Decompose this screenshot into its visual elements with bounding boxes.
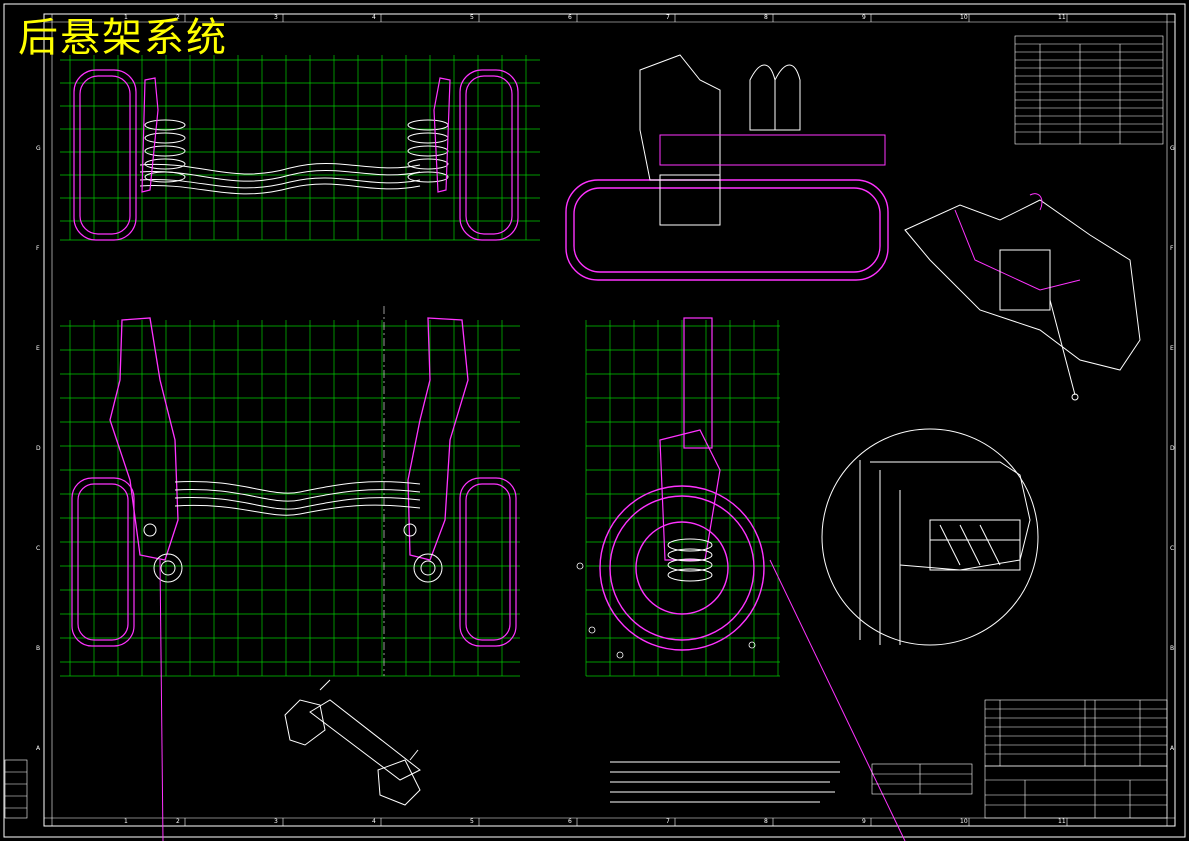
zone-column-label: 11 (1058, 14, 1066, 21)
zone-row-label: F (1170, 245, 1174, 252)
outer-border (3, 3, 1186, 838)
zone-row-label: G (36, 145, 41, 152)
zone-column-markers (184, 14, 1068, 826)
zone-column-label: 9 (862, 14, 866, 21)
section-view-tire (565, 179, 889, 281)
top-view-wheels (73, 69, 519, 241)
zone-column-label: 7 (666, 14, 670, 21)
zone-column-label: 5 (470, 818, 474, 825)
front-view-grid (60, 320, 520, 677)
zone-column-label: 6 (568, 14, 572, 21)
tolerance-table (871, 763, 973, 795)
zone-row-label: C (1170, 545, 1174, 552)
zone-column-label: 3 (274, 14, 278, 21)
zone-column-label: 4 (372, 14, 376, 21)
coordinate-table (1014, 35, 1164, 145)
parts-list-table (984, 699, 1168, 767)
zone-row-label: B (36, 645, 40, 652)
zone-column-label: 6 (568, 818, 572, 825)
zone-column-label: 7 (666, 818, 670, 825)
zone-row-label: D (1170, 445, 1175, 452)
zone-column-label: 8 (764, 818, 768, 825)
zone-column-label: 5 (470, 14, 474, 21)
zone-row-label: E (36, 345, 40, 352)
side-view-grid (585, 320, 780, 677)
zone-column-label: 1 (124, 818, 128, 825)
enlarged-detail-view (821, 428, 1039, 646)
iso-detail-view (904, 193, 1141, 401)
zone-row-label: A (36, 745, 41, 752)
revision-block-left (4, 759, 28, 819)
zone-row-label: F (36, 245, 40, 252)
iso-assembly-view (284, 679, 421, 806)
inner-border (43, 13, 1176, 827)
section-view-hub (639, 54, 886, 226)
side-view-wheel (599, 485, 765, 651)
zone-row-label: G (1170, 145, 1175, 152)
side-view-coil (667, 538, 713, 582)
zone-column-label: 9 (862, 818, 866, 825)
front-view-axle-beam (174, 480, 421, 516)
zone-column-label: 10 (960, 818, 968, 825)
technical-notes (610, 761, 840, 803)
top-view-grid (60, 55, 540, 241)
front-view-trailing-arms (109, 317, 469, 561)
zone-column-label: 1 (124, 14, 128, 21)
front-view-bushings (143, 523, 443, 583)
zone-row-label: D (36, 445, 41, 452)
drawing-title: 后悬架系统 (18, 15, 228, 61)
zone-column-label: 11 (1058, 818, 1066, 825)
leader-line-left (159, 559, 164, 841)
zone-row-label: A (1170, 745, 1175, 752)
front-view-wheels (71, 477, 517, 647)
zone-column-label: 2 (176, 14, 180, 21)
zone-row-label: B (1170, 645, 1174, 652)
zone-column-label: 3 (274, 818, 278, 825)
top-view-arms (141, 77, 451, 193)
top-view-axle (139, 162, 421, 195)
side-view-strut (659, 317, 721, 561)
zone-row-label: C (36, 545, 40, 552)
side-view-callouts (576, 562, 756, 659)
zone-column-label: 8 (764, 14, 768, 21)
zone-column-label: 2 (176, 818, 180, 825)
zone-column-label: 4 (372, 818, 376, 825)
leader-line-right (769, 559, 906, 841)
title-block (984, 765, 1168, 819)
zone-column-label: 10 (960, 14, 968, 21)
zone-row-label: E (1170, 345, 1174, 352)
